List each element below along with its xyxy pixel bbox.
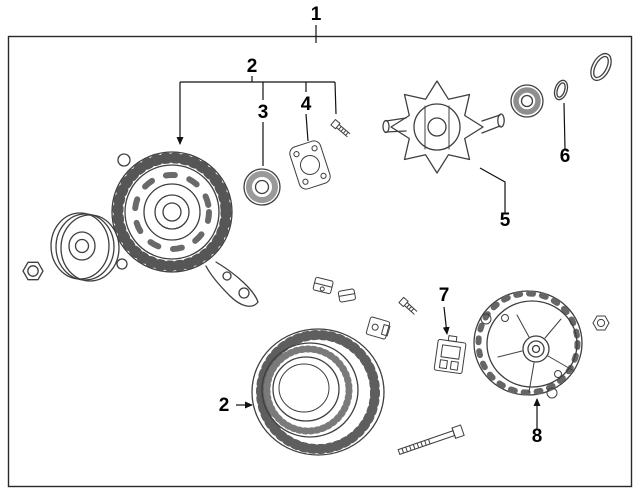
callout-5-rotor[interactable]: 5 bbox=[479, 167, 511, 231]
callout-1-assembly[interactable]: 1 bbox=[311, 4, 322, 43]
leader-line-4 bbox=[305, 113, 309, 142]
rotor-icon bbox=[382, 80, 505, 174]
bearing-cover-icon bbox=[553, 79, 569, 101]
svg-text:7: 7 bbox=[439, 285, 450, 306]
callout-2-front-frame[interactable]: 2 bbox=[176, 56, 337, 145]
retainer-screw-icon bbox=[330, 119, 351, 138]
callout-2-stator[interactable]: 2 bbox=[219, 395, 253, 416]
pulley-nut-icon bbox=[22, 261, 44, 281]
leader-line-7 bbox=[442, 306, 450, 335]
callout-4-bearing-retainer[interactable]: 4 bbox=[301, 94, 312, 142]
pulley-icon bbox=[50, 212, 120, 282]
drive-end-frame-icon bbox=[111, 151, 259, 307]
through-bolt-icon bbox=[397, 424, 465, 455]
rear-end-frame-icon bbox=[473, 290, 583, 399]
callout-7-brush-holder[interactable]: 7 bbox=[439, 285, 450, 335]
svg-text:3: 3 bbox=[258, 102, 269, 123]
svg-text:2: 2 bbox=[219, 395, 230, 416]
hex-plug-icon bbox=[592, 315, 610, 331]
svg-text:5: 5 bbox=[500, 210, 511, 231]
terminal-clip-icon bbox=[312, 276, 334, 295]
svg-text:4: 4 bbox=[301, 94, 312, 115]
svg-text:1: 1 bbox=[311, 4, 322, 25]
o-ring-icon bbox=[590, 52, 612, 82]
connector-block-icon bbox=[365, 316, 391, 340]
leader-drop-screw bbox=[334, 81, 337, 115]
svg-text:8: 8 bbox=[532, 426, 543, 447]
front-bearing-icon bbox=[243, 168, 281, 206]
svg-text:2: 2 bbox=[247, 56, 258, 77]
diagram-border bbox=[7, 35, 633, 488]
brush-holder-screw-icon bbox=[398, 296, 418, 315]
stator-housing-icon bbox=[251, 276, 391, 456]
callout-3-front-bearing[interactable]: 3 bbox=[258, 102, 269, 166]
callout-8-rear-frame[interactable]: 8 bbox=[532, 398, 543, 447]
svg-text:6: 6 bbox=[560, 146, 571, 167]
terminal-clip2-icon bbox=[337, 288, 356, 303]
leader-line-5 bbox=[479, 167, 506, 213]
callout-6-rear-bearing[interactable]: 6 bbox=[560, 102, 571, 167]
leader-line-6 bbox=[563, 102, 566, 150]
bearing-retainer-icon bbox=[289, 140, 331, 190]
brush-holder-icon bbox=[433, 335, 467, 375]
rear-bearing-icon bbox=[510, 84, 544, 118]
